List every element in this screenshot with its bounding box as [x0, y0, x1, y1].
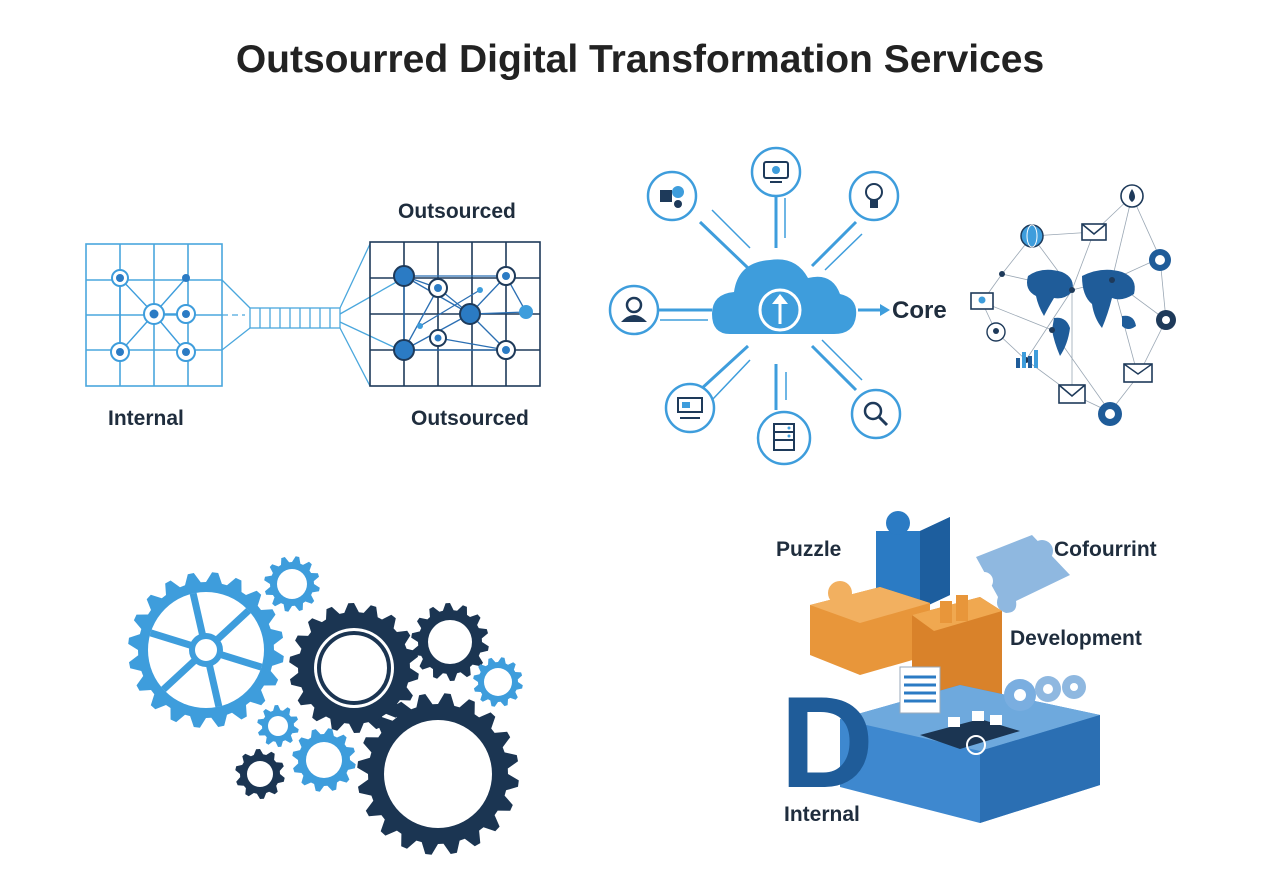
world-network-diagram	[970, 184, 1176, 426]
water-drop-icon	[1120, 184, 1144, 208]
gears-illustration	[128, 556, 523, 855]
gear-hole	[314, 628, 394, 708]
gear-hole	[247, 761, 273, 787]
gear-spoke	[161, 656, 199, 692]
label-core: Core	[892, 297, 947, 324]
puzzle-illustration: D	[780, 511, 1100, 823]
label-puzzle: Puzzle	[776, 538, 842, 561]
letter-d: D	[780, 669, 874, 815]
gear-hole	[268, 716, 288, 736]
label-internal-puzzle: Internal	[784, 803, 860, 826]
hub-spokes	[650, 196, 880, 410]
world-map	[1027, 269, 1136, 356]
page-title: Outsourred Digital Transformation Servic…	[235, 38, 1045, 81]
internal-nodes	[110, 269, 196, 362]
label-outsourced-bottom: Outsourced	[411, 407, 529, 430]
gear-spoke	[189, 592, 207, 638]
gear-icon	[1149, 249, 1171, 271]
label-outsourced-top: Outsourced	[398, 200, 516, 223]
puzzle-piece-blue-tall	[876, 511, 950, 609]
user-icon	[608, 284, 660, 336]
document-icon	[899, 666, 941, 714]
gear-icon	[1156, 310, 1176, 330]
gear-spoke	[205, 662, 223, 708]
label-cofourrint: Cofourrint	[1054, 538, 1157, 561]
gear-hole	[484, 668, 512, 696]
server-icon	[756, 410, 812, 466]
gear-hub	[189, 633, 223, 667]
gear-hole	[428, 620, 472, 664]
label-development: Development	[1010, 627, 1142, 650]
puzzle-piece-orange-left	[810, 581, 930, 675]
upload-cloud-icon	[712, 259, 857, 334]
monitor-icon	[750, 146, 802, 198]
gear-hole	[277, 569, 307, 599]
gear-spoke	[213, 608, 251, 644]
label-internal: Internal	[108, 407, 184, 430]
network-icon	[948, 711, 1002, 755]
monitor-icon	[1123, 363, 1153, 383]
shapes-icon	[646, 170, 698, 222]
mail-icon	[1058, 384, 1086, 404]
gear-icon	[1098, 402, 1122, 426]
globe-icon	[1020, 224, 1044, 248]
bridge-connector	[221, 243, 401, 387]
network-diagram	[85, 241, 541, 387]
gear-cluster-icon	[1004, 675, 1086, 711]
lightbulb-icon	[848, 170, 900, 222]
presentation-icon	[664, 382, 716, 434]
gear-hole	[384, 720, 492, 828]
search-icon	[850, 388, 902, 440]
outsourced-grid	[369, 241, 541, 387]
gear-inner-ring	[317, 631, 391, 705]
mail-icon	[1081, 223, 1107, 241]
outsourced-nodes	[393, 265, 533, 361]
internal-grid	[85, 243, 223, 387]
cloud-hub-diagram	[608, 146, 902, 466]
chart-icon	[1016, 350, 1038, 368]
core-arrowhead	[880, 304, 890, 316]
id-card-icon	[986, 322, 1006, 342]
gear-spoke	[218, 650, 263, 671]
gear-spoke	[149, 629, 194, 650]
monitor-icon	[970, 292, 994, 310]
gear-hole	[306, 742, 342, 778]
puzzle-piece-pale-blue	[975, 535, 1070, 613]
puzzle-base-blue	[840, 685, 1100, 823]
